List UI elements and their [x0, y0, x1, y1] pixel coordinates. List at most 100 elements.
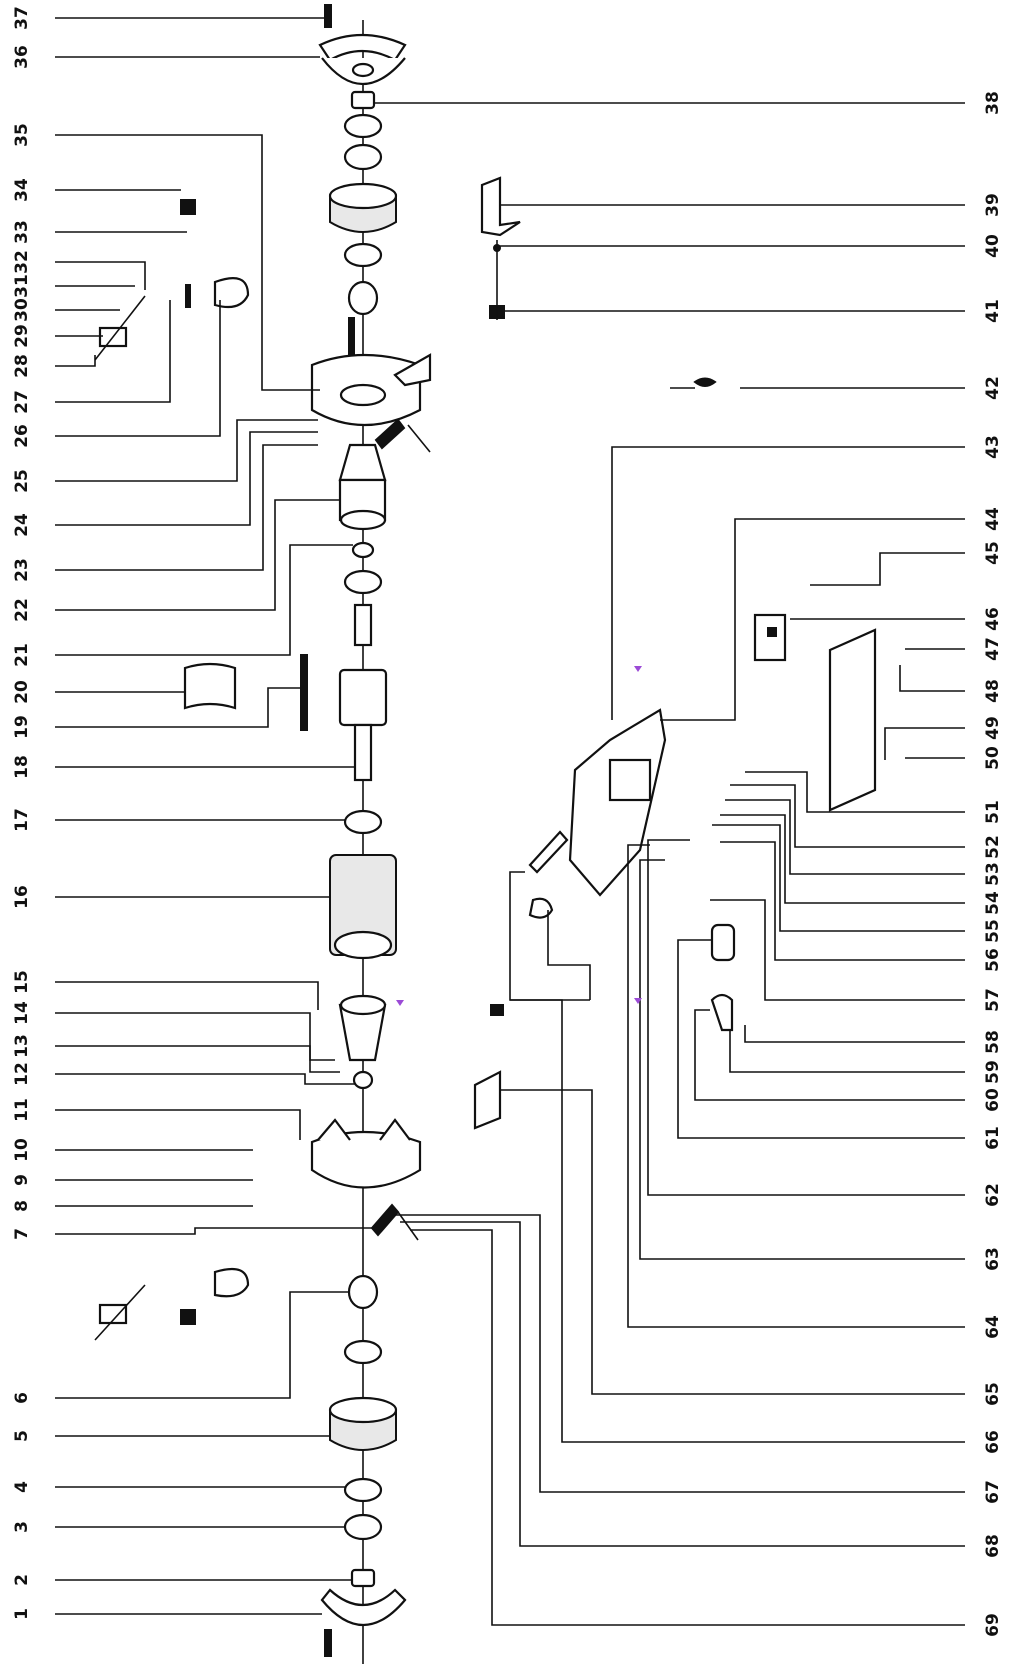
part-number-label-45: 45 [982, 541, 1003, 565]
part-23-ring [351, 541, 375, 559]
part-3-flange [343, 1513, 383, 1541]
part-number-label-35: 35 [11, 123, 32, 147]
part-number-label-32: 32 [11, 250, 32, 274]
part-number-label-52: 52 [982, 835, 1003, 859]
part-39-bracket [480, 176, 521, 237]
part-number-label-65: 65 [982, 1382, 1003, 1406]
part-number-label-58: 58 [982, 1030, 1003, 1054]
part-number-label-63: 63 [982, 1247, 1003, 1271]
part-44-base-housing [568, 708, 667, 897]
part-35-wheel-top [328, 182, 398, 210]
part-number-label-66: 66 [982, 1430, 1003, 1454]
part-4-washer [343, 1477, 383, 1503]
part-number-label-33: 33 [11, 220, 32, 244]
part-46-switch [753, 613, 787, 662]
part-5-wheel-top [328, 1396, 398, 1424]
part-cluster-bracket-lower [98, 1303, 128, 1325]
part-number-label-18: 18 [11, 755, 32, 779]
part-22-bearing [343, 569, 383, 595]
part-number-label-44: 44 [982, 507, 1003, 531]
part-number-label-14: 14 [11, 1001, 32, 1025]
part-number-label-20: 20 [11, 680, 32, 704]
part-65-cord-connector [528, 897, 554, 919]
part-number-label-5: 5 [11, 1430, 32, 1442]
part-38-nut [350, 90, 376, 110]
part-26-clip [213, 277, 250, 309]
part-number-label-10: 10 [11, 1138, 32, 1162]
part-number-label-50: 50 [982, 746, 1003, 770]
part-side-plate [828, 628, 877, 812]
part-number-label-2: 2 [11, 1574, 32, 1586]
part-number-label-46: 46 [982, 607, 1003, 631]
part-cluster-knob-lower [180, 1309, 196, 1325]
part-number-label-19: 19 [11, 715, 32, 739]
part-number-label-56: 56 [982, 948, 1003, 972]
part-number-label-25: 25 [11, 469, 32, 493]
part-number-label-12: 12 [11, 1062, 32, 1086]
part-number-label-15: 15 [11, 970, 32, 994]
part-60-cable-clip [710, 993, 734, 1032]
part-washer-a [343, 143, 383, 171]
part-number-label-3: 3 [11, 1521, 32, 1533]
part-washer-c [343, 1339, 383, 1365]
marker-2 [396, 1000, 404, 1006]
part-number-label-36: 36 [11, 45, 32, 69]
part-number-label-28: 28 [11, 354, 32, 378]
part-number-label-1: 1 [11, 1608, 32, 1620]
part-number-label-43: 43 [982, 435, 1003, 459]
part-number-label-38: 38 [982, 91, 1003, 115]
part-number-label-31: 31 [11, 274, 32, 298]
part-36-flange-top [318, 33, 407, 62]
part-36-hole [351, 62, 375, 78]
part-27-guard-hub [339, 383, 387, 407]
part-cluster-clip-lower [213, 1267, 250, 1298]
part-number-label-29: 29 [11, 324, 32, 348]
part-screw-vertical [348, 317, 355, 359]
part-rotor [338, 668, 388, 727]
part-34-knob [180, 199, 196, 215]
part-32-pin [185, 284, 191, 308]
part-6-hub [347, 1274, 379, 1310]
part-7-spring [370, 1203, 400, 1237]
part-42-nut [693, 377, 717, 387]
part-number-label-23: 23 [11, 558, 32, 582]
part-number-label-24: 24 [11, 513, 32, 537]
part-28-rod [94, 295, 146, 361]
part-number-label-42: 42 [982, 376, 1003, 400]
part-37-screw [324, 4, 332, 28]
part-66-bracket-lower [473, 1070, 502, 1130]
part-64-cord-plug [528, 830, 569, 874]
part-number-label-41: 41 [982, 299, 1003, 323]
part-24-housing [338, 443, 387, 482]
part-21-shaft-upper [353, 603, 373, 647]
part-24-housing-rim [339, 509, 387, 531]
part-number-label-16: 16 [11, 885, 32, 909]
part-12-ring [352, 1070, 374, 1090]
part-number-label-57: 57 [982, 988, 1003, 1012]
part-number-label-30: 30 [11, 298, 32, 322]
part-10-guard-tabs [317, 1118, 411, 1141]
part-number-label-68: 68 [982, 1534, 1003, 1558]
part-number-label-47: 47 [982, 637, 1003, 661]
part-number-label-62: 62 [982, 1183, 1003, 1207]
part-number-label-17: 17 [11, 808, 32, 832]
part-number-label-22: 22 [11, 598, 32, 622]
part-number-label-4: 4 [11, 1481, 32, 1493]
part-18-shaft-lower [353, 723, 373, 782]
part-cluster-rod-lower [94, 1284, 146, 1341]
part-number-label-37: 37 [11, 6, 32, 30]
part-number-label-34: 34 [11, 178, 32, 202]
part-27-guard-tab [393, 353, 432, 387]
part-number-label-21: 21 [11, 643, 32, 667]
part-number-label-69: 69 [982, 1613, 1003, 1637]
part-2-nut [350, 1568, 376, 1588]
leader-lines-left [55, 17, 372, 1615]
part-number-label-54: 54 [982, 891, 1003, 915]
part-flange-hub [347, 280, 379, 316]
part-bottom-screw [324, 1629, 332, 1657]
part-number-label-7: 7 [11, 1228, 32, 1240]
part-knob-lower [490, 1004, 504, 1016]
part-16-stator-bore [333, 930, 393, 960]
marker-1 [634, 666, 642, 672]
part-17-bearing [343, 809, 383, 835]
